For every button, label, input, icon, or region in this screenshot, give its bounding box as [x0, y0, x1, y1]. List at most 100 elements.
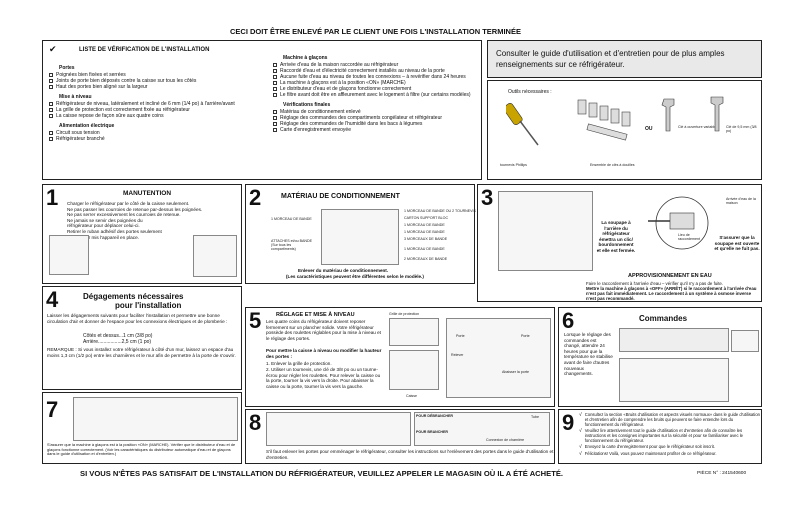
- socket-label: Ensemble de clés à douilles: [590, 163, 635, 167]
- checkbox-icon: [49, 113, 53, 118]
- checklist-item: Le distributeur d'eau et de glaçons fonc…: [273, 86, 478, 92]
- checkbox-icon: [49, 130, 53, 135]
- packing-label: 3 MORCEAUX DE BANDE: [404, 237, 448, 241]
- top-title: CECI DOIT ÊTRE ENLEVÉ PAR LE CLIENT UNE …: [230, 27, 521, 36]
- tools-title: Outils nécessaires :: [508, 89, 552, 95]
- clearance-sides: Côtés et dessus...1 cm (3/8 po): [83, 333, 153, 339]
- water-supply-text-2: Mettre la machine à glaçons à «OFF» (ARR…: [586, 286, 757, 301]
- handling-list: Charger le réfrigérateur par le côté de …: [63, 201, 238, 240]
- checklist-item: Réfrigérateur de niveau, latéralement et…: [49, 101, 274, 107]
- checklist-item-text: Le distributeur d'eau et de glaçons fonc…: [280, 86, 412, 92]
- case-label: Caisse: [406, 394, 417, 398]
- section-7: 7 S'assurer que la machine à glaçons est…: [42, 392, 242, 464]
- checkbox-icon: [49, 107, 53, 112]
- roller-illustration: [389, 350, 439, 390]
- step-number: 6: [562, 308, 575, 333]
- checklist-item-text: Joints de porte bien déposés contre la c…: [56, 78, 197, 84]
- tools-box: Outils nécessaires : tournevis Phillips …: [487, 80, 762, 180]
- guide-text: Consulter le guide d'utilisation et d'en…: [496, 49, 725, 69]
- caption-2: (Les caractéristiques peuvent être diffé…: [286, 274, 424, 279]
- clearance-note: REMARQUE : Si vous installez votre réfri…: [47, 347, 236, 358]
- final-item-text: Veuillez lire attentivement tout le guid…: [584, 428, 744, 443]
- checkbox-icon: [49, 101, 53, 106]
- grille-illustration: [389, 318, 439, 346]
- door-label-1: Porte: [456, 334, 465, 338]
- leveling-step-2: 2. Utiliser un tournevis, une clé de 3/8…: [266, 367, 381, 389]
- door-removal-illustration: [266, 412, 411, 446]
- checklist-item-text: Aucune fuite d'eau au niveau de toutes l…: [280, 74, 466, 80]
- checklist-item-text: Haut des portes bien aligné sur la large…: [56, 84, 148, 90]
- section-title: Commandes: [639, 314, 688, 323]
- checklist-item-text: Réglage des commandes des compartiments …: [280, 115, 443, 121]
- fridge-illustration: [49, 235, 89, 275]
- packing-label: 1 MORCEAU DE BANDE: [404, 247, 445, 251]
- controls-text: Lorsque le réglage des commandes est cha…: [564, 332, 613, 377]
- guide-box: Consulter le guide d'utilisation et d'en…: [487, 40, 762, 78]
- final-item-text: Félicitations! Voilà, vous pouvez mainte…: [584, 451, 717, 456]
- handling-item: Retirer le ruban adhésif des portes seul…: [67, 228, 162, 240]
- checklist-item-text: Réfrigérateur de niveau, latéralement et…: [56, 101, 235, 107]
- dial-illustration: [731, 330, 759, 352]
- clearance-text: Laisser les dégagements suivants pour fa…: [47, 313, 228, 324]
- checkbox-icon: [273, 115, 277, 120]
- checkmark-icon: √: [579, 428, 582, 434]
- section-3: 3 La soupape à l'arrière du réfrigérateu…: [477, 184, 762, 302]
- final-item-text: Consultez la section «Bruits d'utilisati…: [584, 412, 760, 427]
- screwdriver-icon: [506, 102, 539, 146]
- grille-label: Grille de protection: [389, 312, 420, 316]
- raise-label: Relever: [451, 353, 464, 357]
- checkbox-icon: [273, 74, 277, 79]
- section-title: MANUTENTION: [123, 190, 172, 197]
- checklist-item: Raccordé d'eau et d'électricité correcte…: [273, 68, 478, 74]
- step-number: 5: [249, 308, 262, 333]
- fridge-open-illustration: [321, 209, 399, 265]
- water-supply-text-1: Faire le raccordement à l'arrivée d'eau …: [586, 281, 724, 286]
- checklist-item-text: Le filtre avant doit être en affleuremen…: [280, 92, 471, 98]
- handling-item: Charger le réfrigérateur par le côté de …: [67, 201, 190, 206]
- checklist-item-text: Réfrigérateur branché: [56, 136, 105, 142]
- tape-label: 1 MORCEAU DE BANDE: [271, 217, 312, 221]
- checklist-title: LISTE DE VÉRIFICATION DE L'INSTALLATION: [79, 47, 210, 53]
- checklist-heading: Machine à glaçons: [283, 55, 328, 61]
- phillips-label: tournevis Phillips: [500, 163, 527, 167]
- checkbox-icon: [273, 121, 277, 126]
- ice-maker-illustration: [73, 397, 238, 441]
- checkbox-icon: [49, 136, 53, 141]
- checkbox-icon: [49, 84, 53, 89]
- adjustable-wrench-icon: [661, 98, 675, 132]
- checkmark-icon: √: [579, 451, 582, 457]
- caption-1: Enlever du matériau de conditionnement.: [298, 268, 389, 273]
- checkbox-icon: [49, 78, 53, 83]
- checkmark-icon: ✔: [49, 44, 57, 54]
- checklist-item: Poignées bien fixées et serrées: [49, 72, 274, 78]
- valve-icon: [648, 196, 709, 250]
- bottom-notice: SI VOUS N'ÊTES PAS SATISFAIT DE L'INSTAL…: [80, 469, 564, 478]
- checkmark-icon: √: [579, 444, 582, 450]
- section-title-2: pour l'installation: [115, 301, 182, 310]
- handling-item: Ne pas passer les courroies de retenue p…: [67, 206, 203, 212]
- section-title-1: Dégagements nécessaires: [83, 292, 184, 301]
- section-title: MATÉRIAU DE CONDITIONNEMENT: [281, 193, 400, 200]
- drawer-illustration: [619, 358, 729, 402]
- checkbox-icon: [273, 68, 277, 73]
- open-end-label: Clé de 9,5 mm (3/8 po): [726, 125, 757, 133]
- truck-illustration: [193, 235, 237, 277]
- final-item: √Consultez la section «Bruits d'utilisat…: [579, 412, 761, 427]
- checklist-item: La grille de protection est correctement…: [49, 107, 274, 113]
- hose-illustration: [414, 412, 550, 446]
- section-4: 4 Dégagements nécessaires pour l'install…: [42, 286, 242, 390]
- connection-label: Lieu de raccordement: [678, 233, 700, 241]
- valve-note: La soupape à l'arrière du réfrigérateur …: [596, 220, 636, 253]
- or-label: OU: [645, 126, 653, 132]
- door-label-2: Porte: [521, 334, 530, 338]
- step-number: 8: [249, 410, 262, 435]
- door-removal-text: S'il faut enlever les portes pour emména…: [266, 449, 554, 460]
- ice-maker-text: S'assurer que la machine à glaçons est à…: [47, 442, 236, 457]
- checklist-item-text: Réglage des commandes de l'humidité dans…: [280, 121, 423, 127]
- checklist-item-text: Raccordé d'eau et d'électricité correcte…: [280, 68, 445, 74]
- open-end-wrench-icon: [710, 96, 724, 132]
- packing-label: 2 MORCEAUX DE BANDE: [404, 257, 448, 261]
- checkbox-icon: [273, 80, 277, 85]
